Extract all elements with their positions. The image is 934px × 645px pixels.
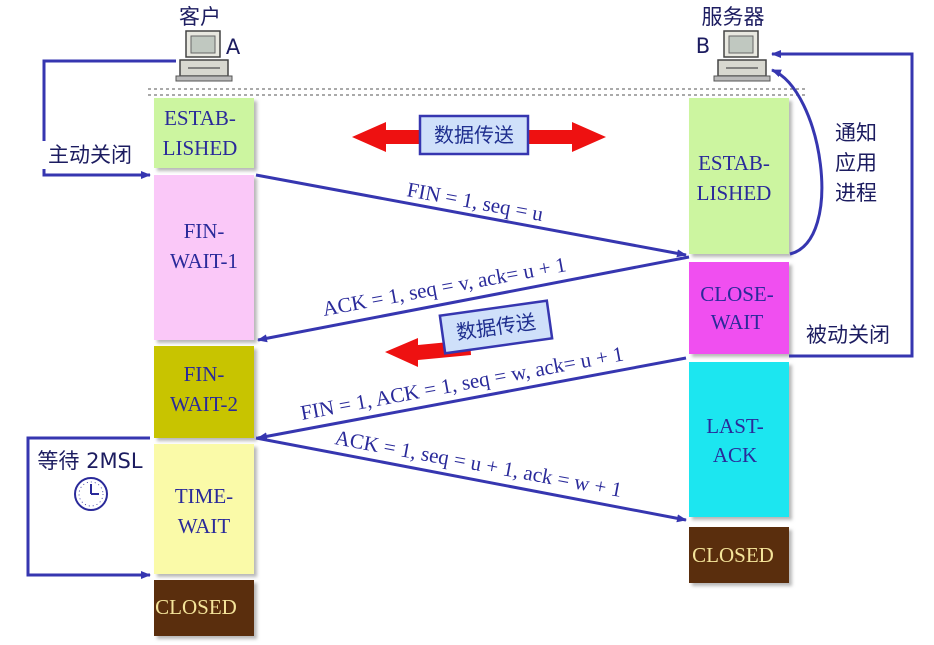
client-state-time-wait-line1: TIME- [175, 484, 233, 508]
ack2-arrow [255, 436, 687, 523]
client-state-fin-wait-1-box [154, 175, 254, 340]
server-state-last-ack-line1: LAST- [706, 414, 764, 438]
server-computer-icon [713, 30, 771, 82]
active-close-path [42, 59, 176, 179]
client-state-fin-wait-2-line1: FIN- [184, 362, 225, 386]
client-state-fin-wait-2-line2: WAIT-2 [170, 392, 238, 416]
ack2-label: ACK = 1, seq = u + 1, ack = w + 1 [333, 425, 624, 502]
server-state-closed-label: CLOSED [692, 543, 774, 567]
notify-app-line3: 进程 [835, 181, 877, 205]
client-state-fin-wait-1-line2: WAIT-1 [170, 249, 238, 273]
client-letter: A [226, 35, 241, 59]
fin1-label: FIN = 1, seq = u [405, 177, 546, 226]
passive-close-path [771, 50, 914, 358]
server-title: 服务器 [702, 5, 765, 29]
client-state-established-line1: ESTAB- [164, 106, 236, 130]
data-transfer-label-1: 数据传送 [434, 123, 514, 147]
client-state-time-wait-line2: WAIT [178, 514, 231, 538]
server-state-established-box [689, 98, 789, 254]
passive-close-label: 被动关闭 [806, 323, 890, 347]
client-state-time-wait-box [154, 444, 254, 574]
client-state-established-box [154, 98, 254, 168]
server-state-established-line1: ESTAB- [698, 151, 770, 175]
server-state-close-wait-line1: CLOSE- [700, 282, 774, 306]
server-letter: B [696, 34, 710, 58]
client-title: 客户 [179, 5, 221, 29]
clock-icon [74, 477, 108, 511]
ack1-arrow [257, 255, 690, 343]
active-close-label: 主动关闭 [48, 143, 132, 167]
server-state-established-line2: LISHED [697, 181, 772, 205]
server-state-last-ack-box [689, 362, 789, 517]
client-state-fin-wait-2-box [154, 346, 254, 438]
notify-app-line1: 通知 [835, 121, 877, 145]
active-close-label-bg [41, 141, 139, 169]
notify-app-curve [771, 68, 824, 256]
client-state-established-line2: LISHED [163, 136, 238, 160]
server-state-close-wait-box [689, 262, 789, 354]
client-computer-icon [175, 30, 233, 82]
wait-2msl-label-bg [30, 446, 154, 474]
fin1-arrow [255, 173, 687, 258]
server-state-close-wait-line2: WAIT [711, 310, 764, 334]
passive-close-label-bg [800, 319, 902, 349]
data-transfer-box-1 [418, 114, 530, 156]
client-state-fin-wait-1-line1: FIN- [184, 219, 225, 243]
server-state-closed-box [689, 527, 789, 583]
client-state-closed-box [154, 580, 254, 636]
wait-2msl-path [26, 436, 151, 579]
client-state-closed-label: CLOSED [155, 595, 237, 619]
fin2-arrow [257, 356, 687, 441]
data-transfer-box-2 [438, 299, 554, 355]
wait-2msl-label: 等待 2MSL [37, 449, 142, 473]
server-state-last-ack-line2: ACK [713, 443, 757, 467]
notify-app-line2: 应用 [835, 151, 877, 175]
